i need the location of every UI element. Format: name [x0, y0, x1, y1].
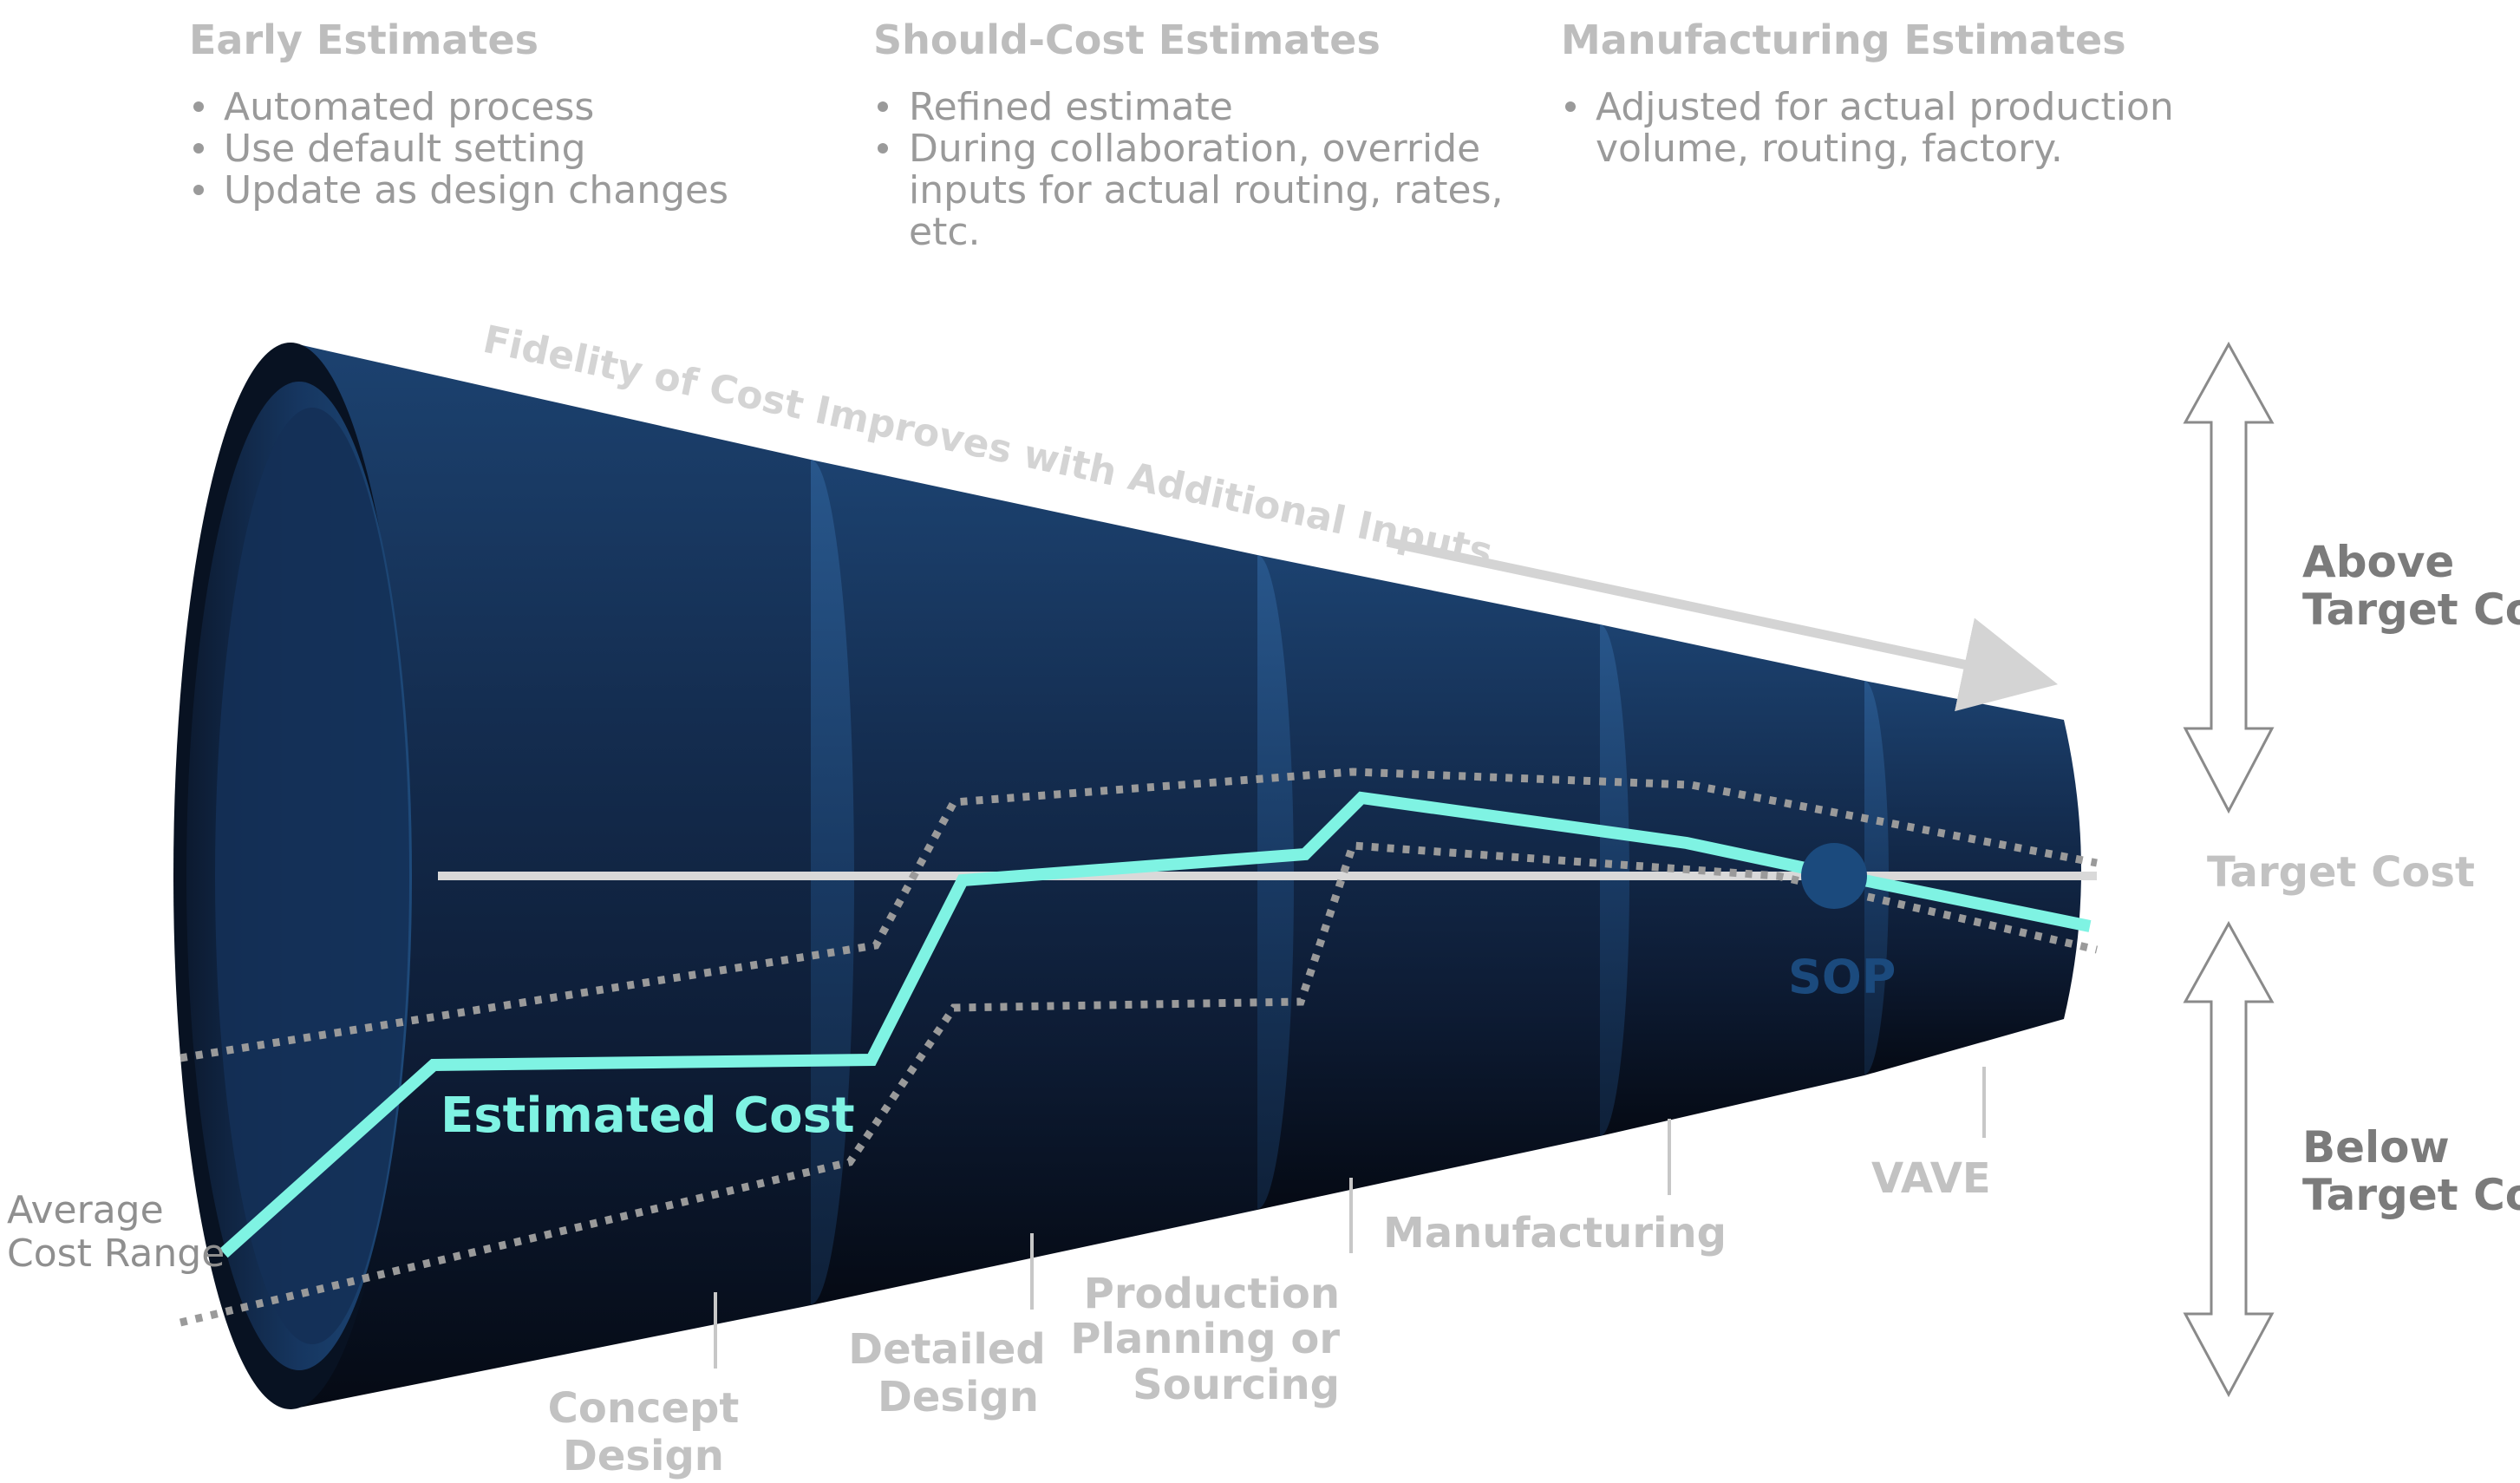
bullet-dot — [878, 143, 888, 154]
below-target-line2: Target Cost — [2302, 1170, 2520, 1220]
funnel-segment-production — [1257, 555, 1600, 1210]
heading-should-cost-estimates: Should-Cost Estimates — [873, 16, 1381, 63]
heading-early-estimates: Early Estimates — [189, 16, 539, 63]
below-target-arrow — [2183, 920, 2275, 1398]
bullet-text: During collaboration, override — [909, 127, 1480, 171]
bullets-should-cost: Refined estimate During collaboration, o… — [878, 85, 1504, 254]
stage-detailed-line2: Design — [878, 1373, 1039, 1421]
bullet-dot — [193, 143, 204, 154]
stage-concept-line1: Concept — [548, 1384, 740, 1433]
above-target-arrow — [2183, 341, 2275, 814]
bullet-dot — [878, 101, 888, 112]
above-target-line1: Above — [2302, 537, 2454, 587]
bullet-text: inputs for actual routing, rates, — [909, 168, 1504, 212]
average-cost-range-label-line1: Average — [7, 1188, 164, 1232]
stage-vave: VAVE — [1871, 1154, 1991, 1203]
sop-dot — [1801, 843, 1867, 909]
range-lower-line — [179, 841, 2099, 1327]
bullet-text: Refined estimate — [909, 85, 1233, 129]
average-cost-range-label-line2: Cost Range — [7, 1231, 225, 1276]
estimated-cost-label: Estimated Cost — [441, 1088, 855, 1144]
bullet-text: Update as design changes — [224, 168, 728, 212]
below-target-line1: Below — [2302, 1122, 2450, 1173]
bullet-text: Adjusted for actual production — [1596, 85, 2174, 129]
bullet-dot — [193, 101, 204, 112]
target-cost-label: Target Cost — [2207, 848, 2475, 897]
stage-production-line2: Planning or — [1070, 1315, 1340, 1363]
stage-manufacturing: Manufacturing — [1383, 1209, 1727, 1258]
stage-production-line3: Sourcing — [1133, 1361, 1340, 1409]
bullets-early: Automated process Use default setting Up… — [193, 85, 728, 212]
sop-label: SOP — [1788, 950, 1896, 1004]
stage-concept-line2: Design — [563, 1432, 724, 1480]
bullet-text: etc. — [909, 210, 981, 254]
bullet-text: Use default setting — [224, 127, 586, 171]
stage-ticks — [714, 1067, 1986, 1369]
stage-production-line1: Production — [1084, 1270, 1340, 1318]
range-upper-line — [180, 768, 2098, 1062]
heading-manufacturing-estimates: Manufacturing Estimates — [1561, 16, 2126, 63]
fidelity-arrow — [1386, 537, 2059, 712]
stage-detailed-line1: Detailed — [848, 1325, 1046, 1374]
estimated-cost-line — [219, 791, 2092, 1258]
bullet-dot — [193, 185, 204, 195]
bullet-dot — [1565, 101, 1576, 112]
funnel-segment-detailed — [811, 460, 1257, 1305]
bullet-text: volume, routing, factory. — [1596, 127, 2063, 171]
bullets-manufacturing: Adjusted for actual production volume, r… — [1565, 85, 2174, 171]
above-target-line2: Target Cost — [2302, 585, 2520, 635]
bullet-text: Automated process — [224, 85, 594, 129]
